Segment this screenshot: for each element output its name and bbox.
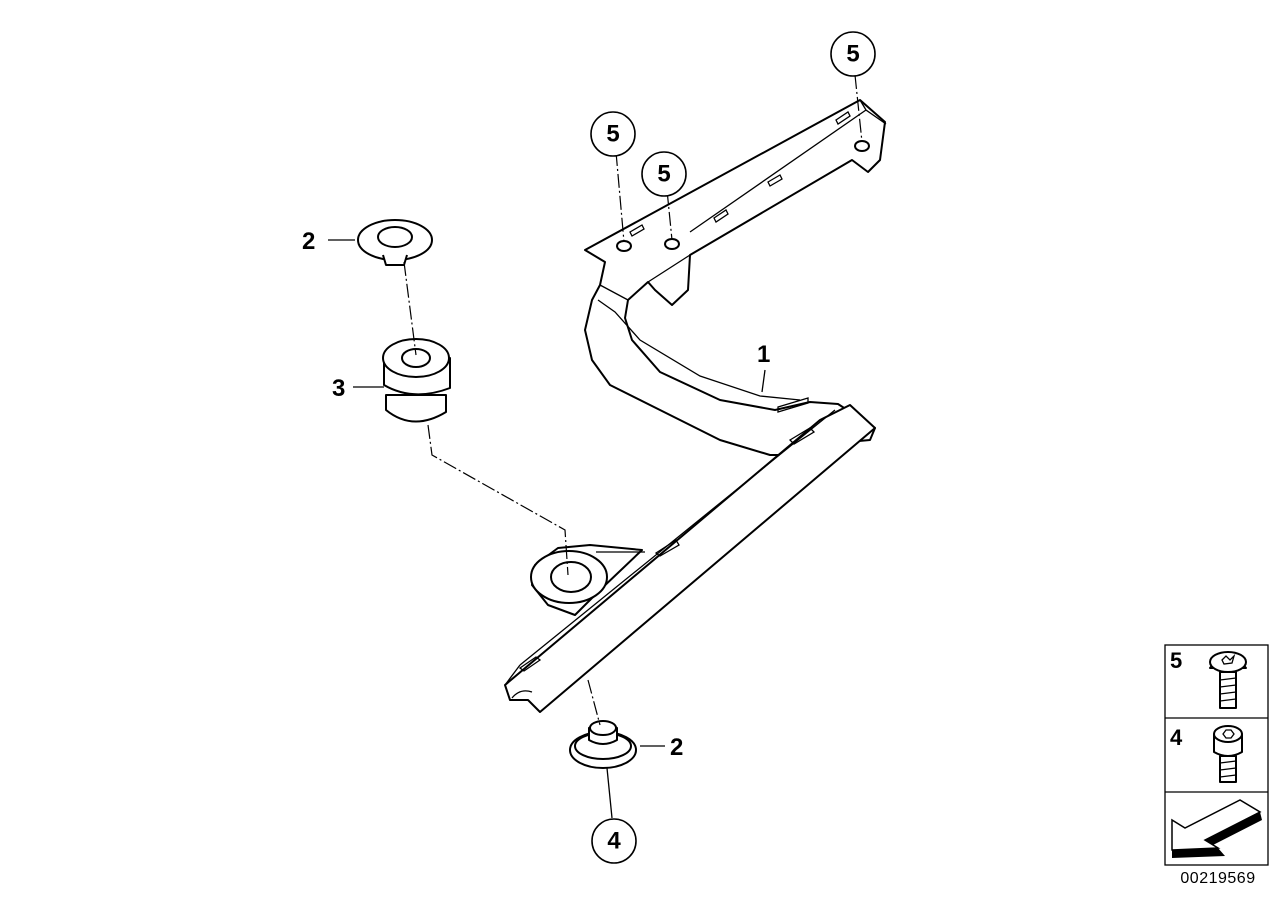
- diagram-number: 00219569: [1180, 870, 1256, 887]
- callout-5-a: 5: [830, 31, 876, 77]
- callout-2-top: 2: [302, 228, 315, 255]
- callout-4: 4: [591, 818, 637, 864]
- svg-text:5: 5: [846, 41, 859, 68]
- assembly-lines: [403, 74, 863, 726]
- button-head-screw-icon: [1209, 651, 1247, 709]
- washer-bottom-part-2[interactable]: [569, 720, 637, 769]
- callout-5-c: 5: [641, 151, 687, 197]
- legend-label-5: 5: [1170, 648, 1182, 673]
- svg-text:4: 4: [607, 828, 621, 855]
- callout-5-b: 5: [590, 111, 636, 157]
- bracket-part-1[interactable]: [504, 99, 887, 713]
- svg-text:5: 5: [657, 161, 670, 188]
- washer-top-part-2[interactable]: [357, 219, 433, 266]
- fastener-legend: 5 4: [1164, 644, 1269, 866]
- svg-text:5: 5: [606, 121, 619, 148]
- callout-1: 1: [757, 341, 770, 368]
- callout-2-bottom: 2: [670, 734, 683, 761]
- callout-3: 3: [332, 375, 345, 402]
- leader-lines: [328, 239, 766, 819]
- socket-head-screw-icon: [1213, 725, 1243, 783]
- rubber-mount-part-3[interactable]: [382, 338, 451, 423]
- direction-arrow-icon: [1171, 799, 1262, 858]
- legend-label-4: 4: [1170, 725, 1183, 750]
